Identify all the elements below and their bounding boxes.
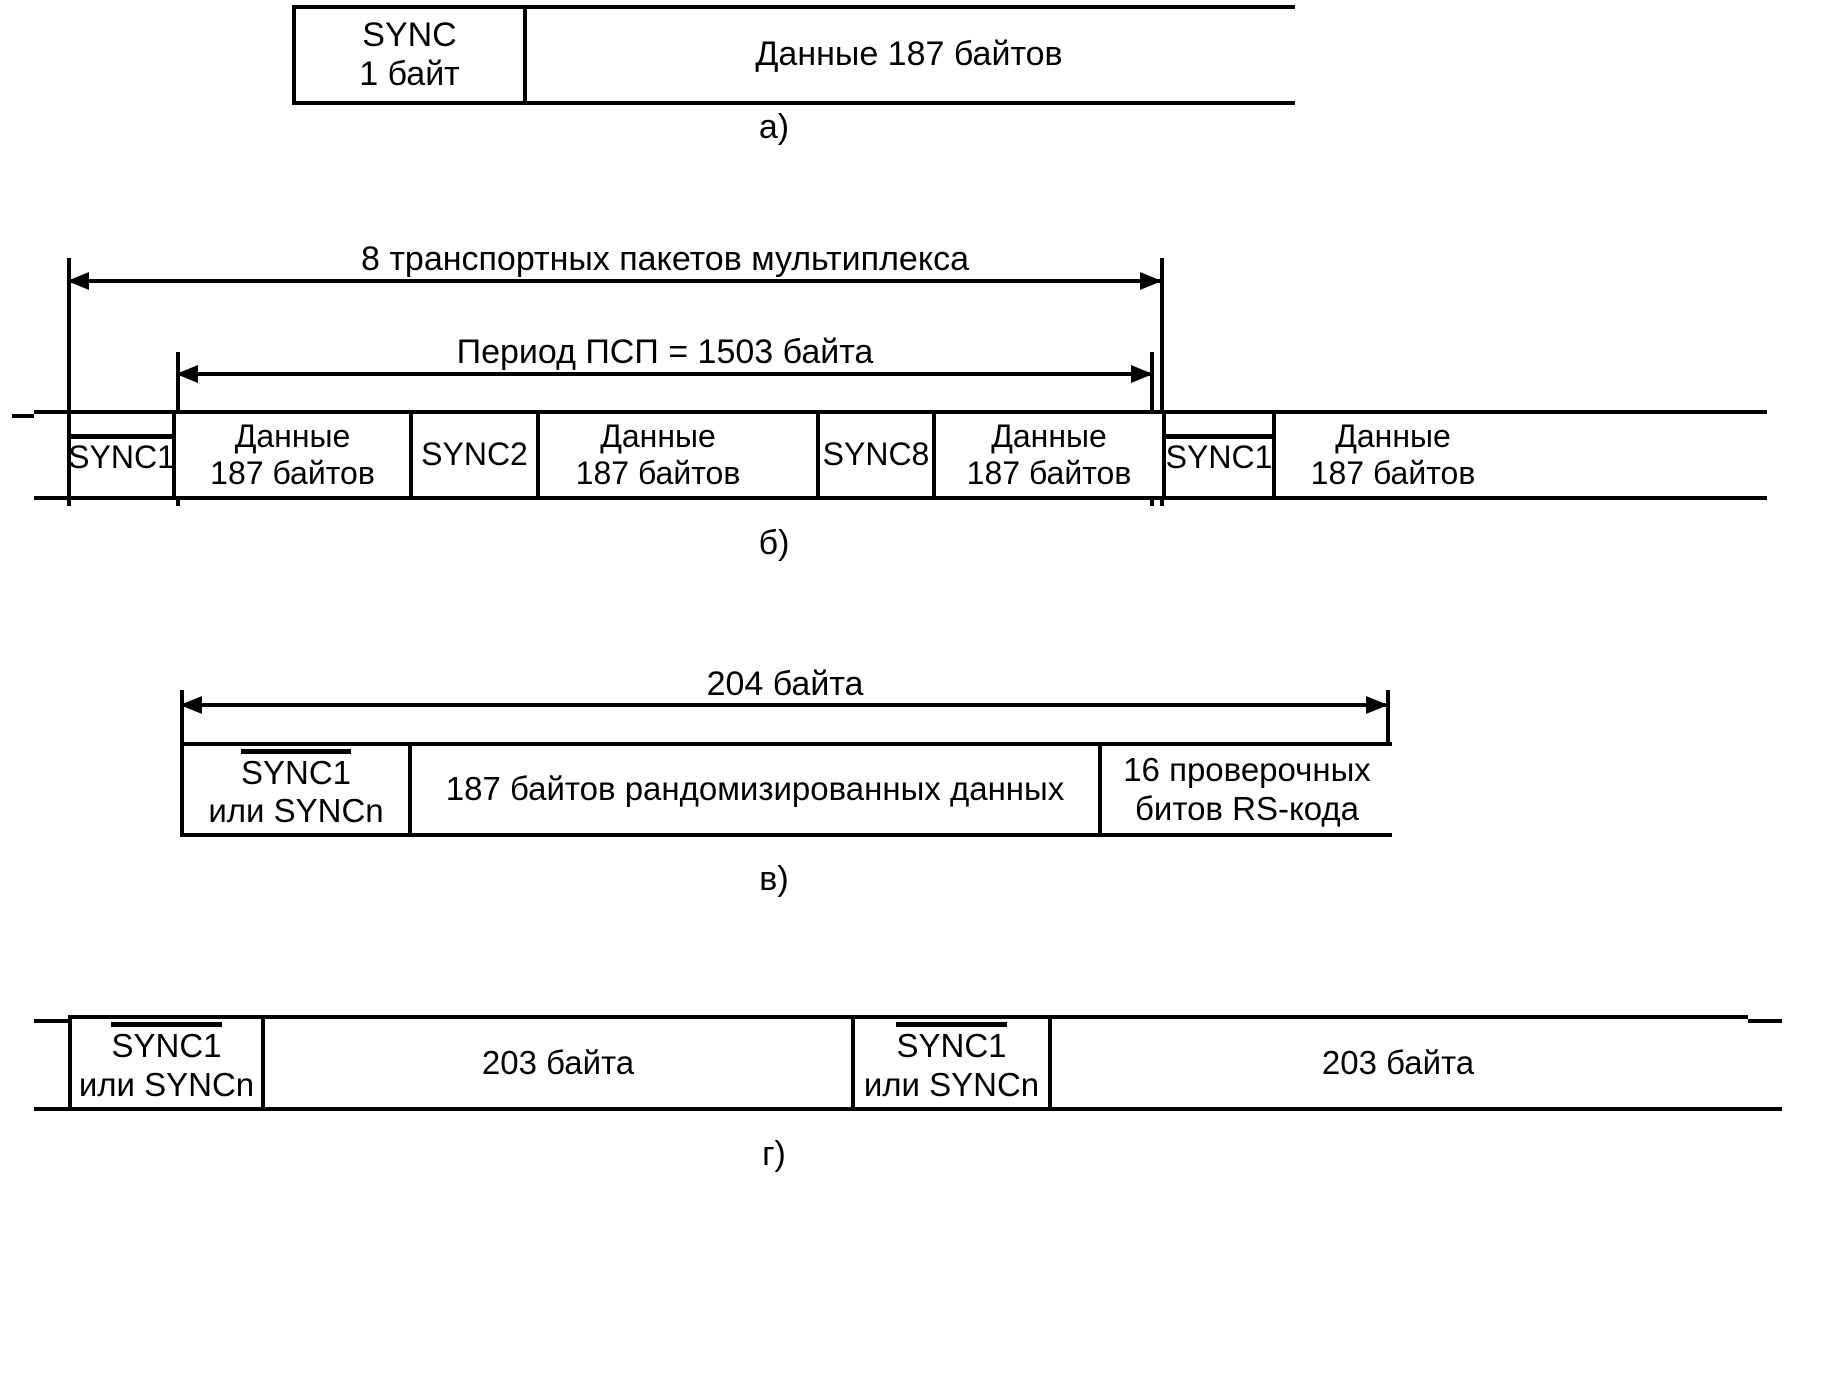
panel-d-left-cont-bottom [34, 1107, 72, 1111]
panel-b-data4-line2: 187 байтов [1310, 455, 1476, 491]
break-slash-icon-left-bottom [12, 481, 72, 521]
panel-b-sync1-line1: SYNC1 [68, 433, 175, 476]
panel-b-sync2-line1: SYNC2 [421, 436, 528, 473]
panel-b-mid-line-bottom [776, 496, 816, 500]
panel-d-data2-line1: 203 байта [1321, 1043, 1475, 1081]
break-slash-icon-d-left-bottom [12, 1091, 72, 1131]
panel-d-cell-sync-1: SYNC1 или SYNCn [68, 1019, 265, 1107]
arrow-left-icon [67, 272, 89, 290]
panel-b-data2-line2: 187 байтов [575, 455, 741, 491]
panel-b-data1-line1: Данные [234, 417, 351, 454]
panel-b-edge-line-left-top [12, 414, 34, 418]
panel-b-cell-data2: Данные 187 байтов [540, 414, 776, 496]
panel-d-caption: г) [762, 1135, 786, 1173]
panel-c-cell-sync: SYNC1 или SYNCn [180, 746, 412, 833]
panel-c-tick-left [180, 690, 184, 750]
arrow-left-icon [180, 696, 202, 714]
panel-a-packet-row: SYNC 1 байт Данные 187 байтов [292, 5, 1295, 105]
panel-b-sync1b-line1: SYNC1 [1165, 433, 1273, 476]
panel-c-packet-row: SYNC1 или SYNCn 187 байтов рандомизирова… [180, 742, 1392, 837]
arrow-right-icon [1131, 365, 1153, 383]
panel-b-left-cont-top [34, 410, 74, 414]
panel-d-packet-row: SYNC1 или SYNCn 203 байта SYNC1 или SYNC… [68, 1015, 1748, 1111]
arrow-left-icon [176, 365, 198, 383]
panel-d-cell-data-2: 203 байта [1052, 1019, 1744, 1107]
panel-b-right-cont-bottom [1505, 496, 1767, 500]
panel-c-caption: в) [759, 860, 789, 898]
panel-d-data1-line1: 203 байта [481, 1043, 635, 1081]
panel-b-dim1-line [69, 279, 1162, 283]
panel-d-left-cont-top [34, 1019, 72, 1023]
panel-c-tick-right [1386, 690, 1390, 750]
panel-b-cell-sync2: SYNC2 [413, 414, 540, 496]
panel-c-sync-line2: или SYNCn [208, 792, 384, 829]
panel-b-cell-sync8: SYNC8 [816, 414, 936, 496]
panel-c-rs-line2: битов RS-кода [1134, 789, 1359, 827]
panel-b-cell-data3: Данные 187 байтов [936, 414, 1166, 496]
panel-a-cell-data: Данные 187 байтов [527, 9, 1291, 101]
panel-a-cell-sync: SYNC 1 байт [292, 9, 527, 101]
panel-c-sync-line1: SYNC1 [208, 748, 383, 792]
panel-c-rs-line1: 16 проверочных [1123, 751, 1371, 789]
panel-d-sync2-line1: SYNC1 [864, 1022, 1039, 1065]
panel-b-dim2-label: Период ПСП = 1503 байта [456, 333, 874, 371]
panel-a-caption: а) [758, 108, 790, 146]
panel-d-sync1-line1: SYNC1 [79, 1022, 254, 1065]
panel-b-data3-line1: Данные [991, 417, 1107, 454]
panel-b-data3-line2: 187 байтов [966, 455, 1132, 491]
panel-d-cell-sync-2: SYNC1 или SYNCn [855, 1019, 1052, 1107]
break-slash-icon-d-left-top [12, 1003, 72, 1043]
panel-b-caption: б) [758, 524, 790, 562]
arrow-right-icon [1140, 272, 1162, 290]
panel-a-data-line1: Данные 187 байтов [755, 35, 1063, 74]
panel-d-right-cont-bottom [1742, 1107, 1782, 1111]
panel-b-tick-right-outer [1160, 258, 1164, 506]
break-slash-icon-left-top [12, 398, 72, 438]
panel-b-data4-line1: Данные [1335, 417, 1451, 454]
panel-b-mid-line-top [776, 410, 816, 414]
panel-c-dim-line [182, 703, 1388, 707]
break-slash-icon-d-right-bottom [1760, 1091, 1820, 1131]
panel-b-row-right: SYNC8 Данные 187 байтов SYNC1 Данные 187… [816, 410, 1510, 500]
arrow-right-icon [1366, 696, 1388, 714]
break-slash-icon-right-bottom [1760, 481, 1820, 521]
panel-c-dim-label: 204 байта [706, 665, 864, 703]
panel-d-right-cont-top [1742, 1019, 1782, 1023]
panel-b-row-left: SYNC1 Данные 187 байтов SYNC2 Данные 187… [67, 410, 776, 500]
panel-c-randomized-line1: 187 байтов рандомизированных данных [445, 770, 1065, 808]
panel-b-cell-data1: Данные 187 байтов [176, 414, 413, 496]
panel-a-sync-line2: 1 байт [359, 55, 460, 93]
panel-b-tick-left [67, 258, 71, 506]
panel-b-cell-sync1b: SYNC1 [1165, 414, 1276, 496]
panel-d-sync1-line2: или SYNCn [78, 1065, 255, 1103]
break-slash-icon-d-right-top [1760, 1003, 1820, 1043]
panel-d-sync2-line2: или SYNCn [863, 1065, 1040, 1103]
panel-a-sync-line1: SYNC [362, 15, 457, 54]
panel-b-sync8-line1: SYNC8 [822, 436, 930, 473]
break-slash-icon-right-top [1760, 398, 1820, 438]
panel-d-cell-data-1: 203 байта [265, 1019, 855, 1107]
panel-b-right-cont-top [1505, 410, 1767, 414]
panel-b-data2-line1: Данные [600, 417, 716, 454]
panel-b-cell-data4: Данные 187 байтов [1276, 414, 1510, 496]
panel-b-cell-sync1: SYNC1 [67, 414, 176, 496]
panel-c-cell-randomized: 187 байтов рандомизированных данных [412, 746, 1102, 833]
panel-b-data1-line2: 187 байтов [210, 455, 375, 491]
panel-c-cell-rs: 16 проверочных битов RS-кода [1102, 746, 1392, 833]
panel-b-dim2-line [178, 372, 1153, 376]
panel-b-left-cont-bottom [34, 496, 74, 500]
panel-b-dim1-label: 8 транспортных пакетов мультиплекса [361, 240, 969, 278]
